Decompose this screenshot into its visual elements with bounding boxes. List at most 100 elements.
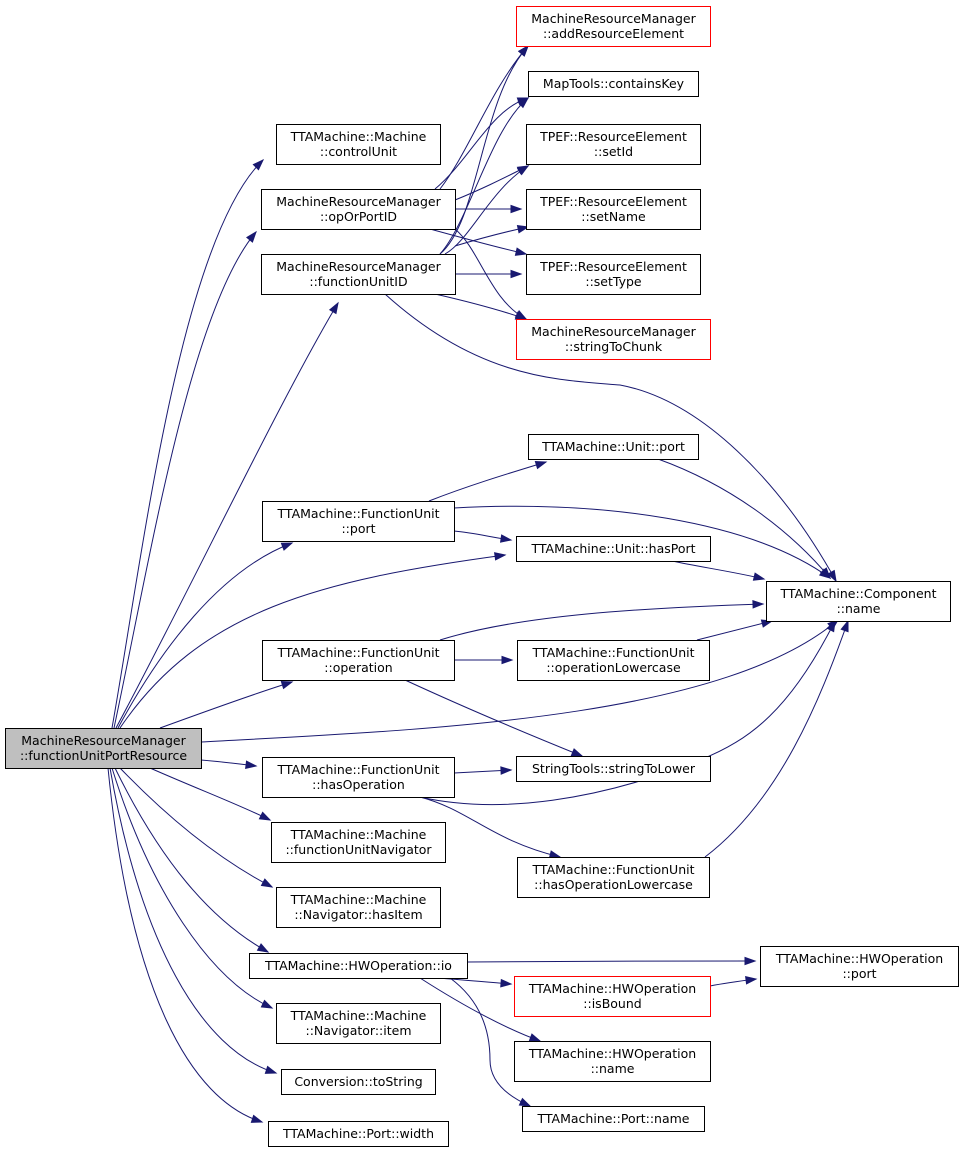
node-functionUnitID[interactable]: MachineResourceManager::functionUnitID [261,254,456,295]
node-root[interactable]: MachineResourceManager::functionUnitPort… [5,728,202,769]
node-box [276,1003,441,1044]
edge-opLowercase-to-componentName [696,619,774,641]
node-fuOperation[interactable]: TTAMachine::FunctionUnit::operation [262,640,455,681]
node-box [516,536,711,562]
node-unitPort[interactable]: TTAMachine::Unit::port [528,434,699,460]
node-label: ::isBound [583,996,641,1011]
node-fuNavigator[interactable]: TTAMachine::Machine::functionUnitNavigat… [271,822,446,863]
node-label: TTAMachine::FunctionUnit [277,506,440,521]
arrowhead [745,976,758,985]
node-hasOpLowercase[interactable]: TTAMachine::FunctionUnit::hasOperationLo… [517,857,710,898]
edge-fuHasOperation-to-hasOpLowercase [419,796,562,859]
edge-fuPort-to-unitHasPort [453,530,513,543]
node-stringToLower[interactable]: StringTools::stringToLower [516,756,711,782]
edge-root-to-fuHasOperation [200,759,258,769]
node-label: TTAMachine::FunctionUnit [532,645,695,660]
node-box [516,756,711,782]
edge-fuPort-to-unitPort [428,460,548,502]
edge-hwIo-to-hwPort [466,956,757,966]
node-controlUnit[interactable]: TTAMachine::Machine::controlUnit [276,124,441,165]
node-label: TTAMachine::Machine [290,892,427,907]
edge-root-to-fuOperation [159,681,294,729]
node-unitHasPort[interactable]: TTAMachine::Unit::hasPort [516,536,711,562]
node-box [516,6,711,47]
arrowhead [510,269,523,279]
edge-root-to-opOrPortID [113,230,257,729]
node-box [766,581,951,622]
node-fuPort[interactable]: TTAMachine::FunctionUnit::port [262,501,455,542]
node-box [526,124,701,165]
edge-root-to-hwIo [114,767,270,953]
node-setType[interactable]: TPEF::ResourceElement::setType [526,254,701,295]
node-label: ::operation [324,660,392,675]
node-box [268,1121,449,1147]
arrowhead [752,572,766,581]
node-stringToChunk[interactable]: MachineResourceManager::stringToChunk [516,319,711,360]
node-label: ::port [341,521,375,536]
edge-functionUnitID-to-componentName [384,293,837,583]
node-label: ::port [842,966,876,981]
node-box [760,946,959,987]
node-box [528,71,699,97]
node-opOrPortID[interactable]: MachineResourceManager::opOrPortID [261,189,456,230]
arrowhead [264,1065,278,1074]
node-label: Conversion::toString [294,1074,422,1089]
edge-functionUnitID-to-containsKey [439,97,530,255]
node-box [514,1041,711,1082]
node-hwPort[interactable]: TTAMachine::HWOperation::port [760,946,959,987]
edge-root-to-unitHasPort [119,552,507,729]
node-toString[interactable]: Conversion::toString [281,1069,436,1095]
node-box [516,319,711,360]
node-hwName[interactable]: TTAMachine::HWOperation::name [514,1041,711,1082]
node-navItem[interactable]: TTAMachine::Machine::Navigator::item [276,1003,441,1044]
edge-functionUnitID-to-addResourceElement [439,44,529,255]
node-box [262,501,455,542]
node-setId[interactable]: TPEF::ResourceElement::setId [526,124,701,165]
node-containsKey[interactable]: MapTools::containsKey [528,71,699,97]
edge-fuHasOperation-to-stringToLower [453,766,513,775]
node-hwIo[interactable]: TTAMachine::HWOperation::io [249,953,468,979]
node-label: ::functionUnitNavigator [285,842,432,857]
node-box [261,254,456,295]
arrowhead [500,766,513,775]
node-setName[interactable]: TPEF::ResourceElement::setName [526,189,701,230]
node-box [517,857,710,898]
edge-root-to-navItem [111,767,274,1009]
arrowhead [258,811,272,821]
node-label: TPEF::ResourceElement [539,194,687,209]
node-label: TTAMachine::HWOperation::io [264,958,452,973]
arrowhead [827,569,837,583]
node-label: TTAMachine::HWOperation [528,981,696,996]
arrowhead [752,600,765,609]
node-box [262,640,455,681]
node-componentName[interactable]: TTAMachine::Component::name [766,581,951,622]
node-navHasItem[interactable]: TTAMachine::Machine::Navigator::hasItem [276,887,441,928]
node-label: ::name [591,1061,635,1076]
edge-unitPort-to-componentName [657,458,831,580]
edge-fuOperation-to-stringToLower [404,679,584,757]
node-portWidth[interactable]: TTAMachine::Port::width [268,1121,449,1147]
edge-functionUnitID-to-setId [444,165,530,255]
node-addResourceElement[interactable]: MachineResourceManager::addResourceEleme… [516,6,711,47]
edge-root-to-portWidth [107,767,264,1123]
node-box [276,887,441,928]
arrowhead [256,943,270,953]
node-hwIsBound[interactable]: TTAMachine::HWOperation::isBound [514,976,711,1017]
arrowhead [514,247,528,256]
node-label: TTAMachine::Unit::port [541,439,685,454]
arrowhead [245,760,258,769]
node-portName[interactable]: TTAMachine::Port::name [522,1106,705,1132]
arrowhead [518,1097,532,1107]
node-fuHasOperation[interactable]: TTAMachine::FunctionUnit::hasOperation [262,757,455,798]
node-opLowercase[interactable]: TTAMachine::FunctionUnit::operationLower… [517,640,710,681]
node-label: TTAMachine::FunctionUnit [277,762,440,777]
node-label: ::Navigator::hasItem [294,907,422,922]
arrowhead [260,878,274,888]
node-box [281,1069,436,1095]
node-label: ::stringToChunk [565,339,663,354]
node-label: ::hasOperationLowercase [534,877,693,892]
node-label: TTAMachine::Port::name [536,1111,689,1126]
edge-root-to-toString [109,767,278,1074]
edge-functionUnitID-to-stringToChunk [434,293,528,320]
arrowhead [517,97,530,109]
